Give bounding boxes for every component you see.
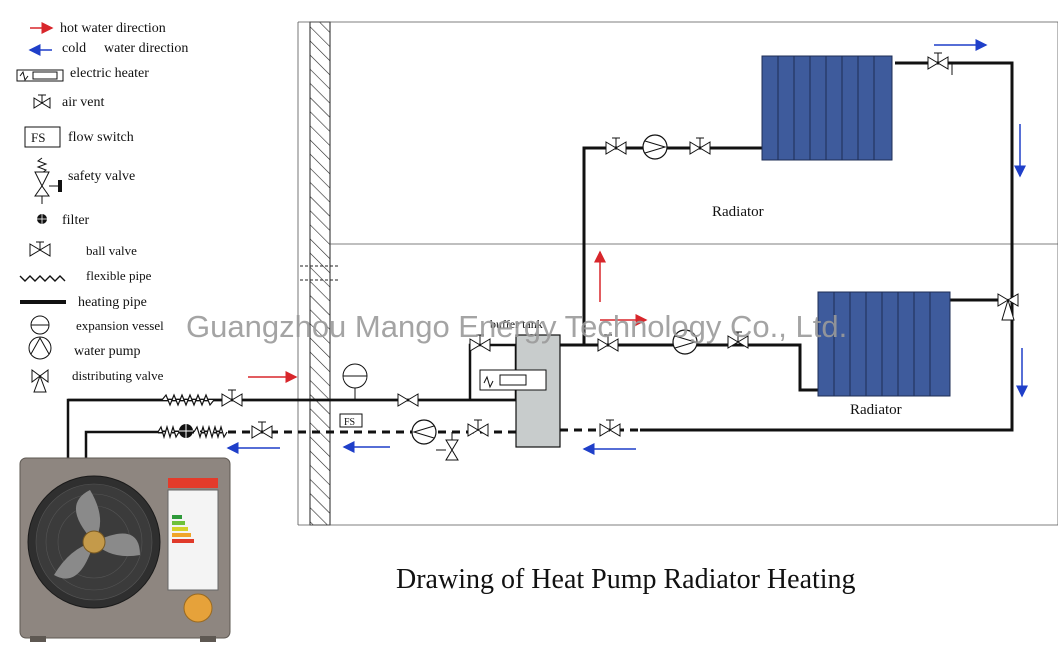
radiator-lower-label: Radiator [850, 402, 902, 418]
safety-valve-icon [34, 157, 62, 204]
water-pump-upper [642, 134, 668, 160]
safety-valve [436, 432, 459, 461]
air-vent-valve [927, 52, 953, 75]
ball-valve-1 [221, 389, 243, 407]
building-outline [297, 21, 1058, 526]
distributing-valve-icon [31, 369, 49, 393]
legend-water-pump: water pump [74, 344, 140, 359]
flexible-pipe-return [157, 424, 228, 440]
legend-expansion-vessel: expansion vessel [76, 318, 164, 333]
water-pump-lower [672, 329, 698, 355]
flexible-pipe-supply [161, 393, 215, 407]
legend-heating-pipe: heating pipe [78, 295, 147, 310]
ball-valve-5 [599, 419, 621, 437]
radiator-lower [817, 291, 951, 397]
flow-switch-symbol: FS [31, 130, 45, 145]
water-pump-icon [28, 336, 52, 360]
buffer-tank [479, 334, 561, 448]
ball-valve-icon [29, 241, 51, 257]
heat-pump-unit [19, 457, 231, 642]
legend-flexible-pipe: flexible pipe [86, 268, 152, 283]
radiator-upper-label: Radiator [712, 204, 764, 220]
tank-electric-heater-icon [479, 369, 547, 391]
legend-cold-water: water direction [104, 41, 188, 56]
expansion-vessel-icon [30, 315, 50, 335]
radiator-upper [761, 55, 893, 161]
ball-valve-10 [469, 334, 491, 352]
ball-valve-3 [251, 421, 273, 439]
legend-air-vent: air vent [62, 95, 104, 110]
flow-switch: FS [339, 413, 363, 428]
ball-valve-6 [597, 334, 619, 352]
fan-grille [27, 475, 161, 609]
ball-valve-7 [727, 331, 749, 349]
cold-arrows [226, 39, 1028, 455]
air-vent-icon [33, 94, 51, 109]
flow-switch-box-label: FS [344, 417, 355, 428]
legend-flow-switch: flow switch [68, 130, 134, 145]
legend-distributing-valve: distributing valve [72, 368, 164, 383]
wall-hatch [309, 21, 331, 526]
buffer-tank-label: buffer tank [490, 317, 543, 331]
legend-cold-label: cold [62, 41, 86, 56]
expansion-vessel [342, 363, 368, 400]
certification-badge [183, 593, 213, 623]
flow-switch-icon: FS [24, 126, 61, 148]
distributing-valve [997, 293, 1019, 321]
watermark: Guangzhou Mango Energy Technology Co., L… [186, 309, 847, 344]
filter-icon [37, 214, 47, 224]
legend: hot water direction cold water direction… [16, 21, 188, 393]
ball-valve-8 [605, 137, 627, 155]
diagram-title: Drawing of Heat Pump Radiator Heating [396, 564, 856, 595]
water-pump-return [411, 419, 437, 445]
legend-hot-water: hot water direction [60, 21, 166, 36]
energy-bars [172, 515, 194, 543]
hot-arrows [248, 250, 648, 383]
electric-heater-icon [16, 69, 64, 82]
brand-logo [168, 478, 218, 488]
legend-safety-valve: safety valve [68, 169, 135, 184]
ball-valve-2 [397, 393, 419, 407]
filter-symbol [179, 424, 193, 438]
flexible-pipe-icon [19, 275, 66, 282]
ball-valve-4 [467, 419, 489, 437]
legend-electric-heater: electric heater [70, 66, 149, 81]
ball-valve-9 [689, 137, 711, 155]
legend-filter: filter [62, 213, 90, 228]
legend-ball-valve: ball valve [86, 243, 137, 258]
